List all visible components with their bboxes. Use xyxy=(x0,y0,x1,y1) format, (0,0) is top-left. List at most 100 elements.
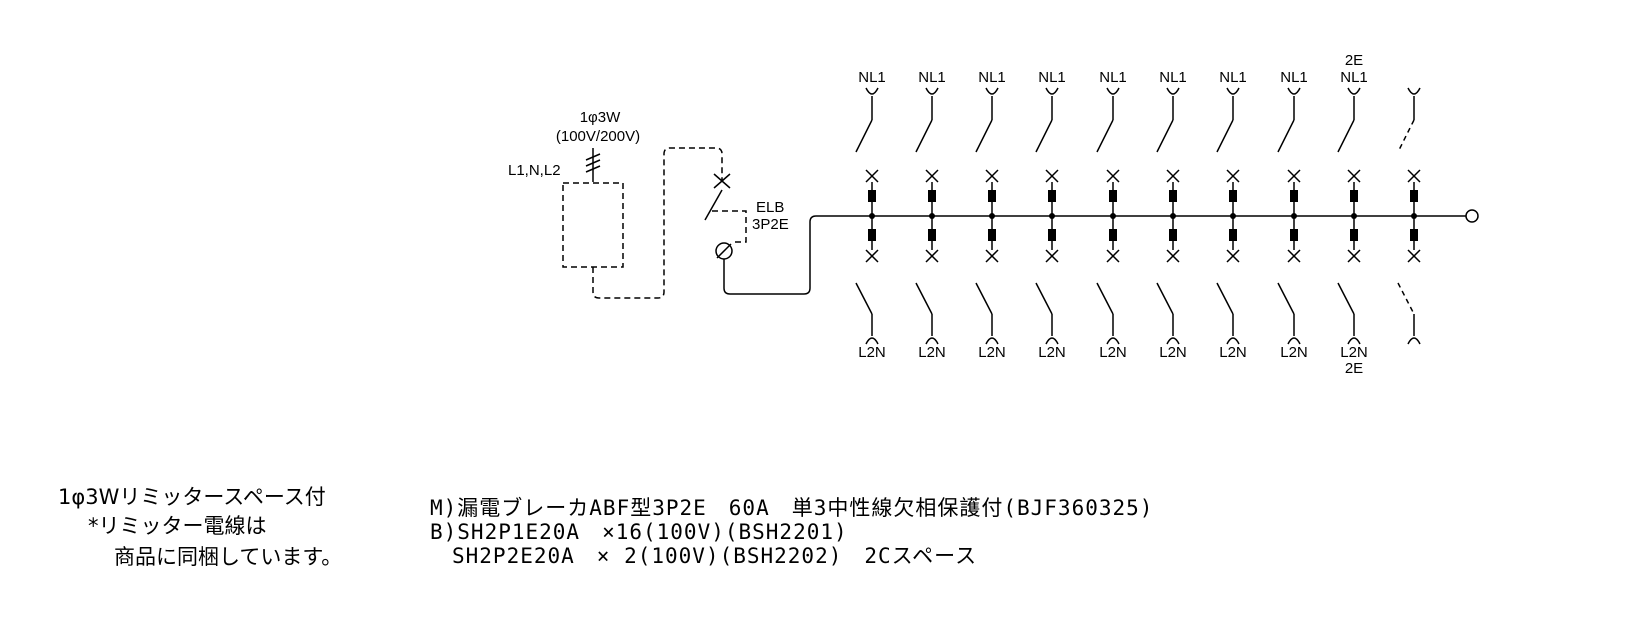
bottom-terminal-icon xyxy=(1045,337,1059,345)
branch-bottom-label: L2N xyxy=(1159,344,1187,361)
breaker-element-top xyxy=(1109,190,1117,202)
elb-contact xyxy=(704,189,723,221)
bus-junction-dot xyxy=(1110,213,1116,219)
bottom-terminal-icon xyxy=(1287,337,1301,345)
breaker-element-bottom xyxy=(1109,229,1117,241)
breaker-element-bottom xyxy=(1290,229,1298,241)
bottom-terminal-icon xyxy=(1106,337,1120,345)
top-x-mark-icon xyxy=(1226,169,1240,183)
bus-junction-dot xyxy=(1170,213,1176,219)
top-contact xyxy=(915,119,933,153)
top-contact xyxy=(1216,119,1234,153)
branch-bottom-label: L2N xyxy=(1280,344,1308,361)
bottom-terminal-icon xyxy=(925,337,939,345)
spec-line-main-breaker: M)漏電ブレーカABF型3P2E 60A 単3中性線欠相保護付(BJF36032… xyxy=(430,496,1154,520)
bus-junction-dot xyxy=(1291,213,1297,219)
elb-output-wire xyxy=(723,215,840,295)
spec-line-branch-2: SH2P2E20A × 2(100V)(BSH2202) 2Cスペース xyxy=(430,544,978,568)
top-x-mark-icon xyxy=(1287,169,1301,183)
bottom-x-mark-icon xyxy=(1106,249,1120,263)
breaker-element-bottom xyxy=(1229,229,1237,241)
breaker-element-top xyxy=(1290,190,1298,202)
top-terminal-icon xyxy=(1166,87,1180,95)
main-elb: ELB 3P2E xyxy=(704,173,840,295)
breaker-element-top xyxy=(988,190,996,202)
bottom-contact xyxy=(1277,282,1295,315)
breaker-element-top xyxy=(1350,190,1358,202)
bottom-contact xyxy=(1216,282,1234,315)
three-wire-slash-icon xyxy=(585,148,601,182)
branch-breakers xyxy=(855,87,1421,345)
breaker-element-bottom xyxy=(1410,229,1418,241)
top-terminal-icon xyxy=(1347,87,1361,95)
breaker-element-top xyxy=(1048,190,1056,202)
top-contact xyxy=(1035,119,1053,153)
top-terminal-icon xyxy=(1226,87,1240,95)
bottom-x-mark-icon xyxy=(925,249,939,263)
input-lines-label: L1,N,L2 xyxy=(508,162,561,179)
branch-top-label: NL1 xyxy=(978,69,1006,86)
top-terminal-icon xyxy=(925,87,939,95)
top-x-mark-icon xyxy=(1347,169,1361,183)
top-x-mark-icon xyxy=(925,169,939,183)
top-contact xyxy=(855,119,873,153)
top-x-mark-icon xyxy=(985,169,999,183)
branch-bottom-label: L2N xyxy=(1340,344,1368,361)
bottom-x-mark-icon xyxy=(1045,249,1059,263)
breaker-element-bottom xyxy=(1048,229,1056,241)
top-x-mark-icon xyxy=(1045,169,1059,183)
bottom-contact xyxy=(1096,282,1114,315)
top-contact xyxy=(1096,119,1114,153)
busbar-terminal-icon xyxy=(1465,209,1479,223)
top-terminal-icon xyxy=(1106,87,1120,95)
bottom-x-mark-icon xyxy=(1166,249,1180,263)
note-line-3: 商品に同梱しています。 xyxy=(114,545,343,569)
bottom-terminal-icon xyxy=(1226,337,1240,345)
elb-type-label: ELB xyxy=(756,199,784,216)
bottom-contact xyxy=(1397,282,1415,315)
spec-line-branch-1: B)SH2P1E20A ×16(100V)(BSH2201) xyxy=(430,520,848,544)
bottom-contact xyxy=(855,282,873,315)
branch-bottom-label: L2N xyxy=(1099,344,1127,361)
bottom-contact xyxy=(1337,282,1355,315)
bus-junction-dot xyxy=(869,213,875,219)
breaker-element-bottom xyxy=(928,229,936,241)
branch-top-label: NL1 xyxy=(1159,69,1187,86)
branch-bottom-label: L2N xyxy=(918,344,946,361)
bus-junction-dot xyxy=(1230,213,1236,219)
top-contact xyxy=(1156,119,1174,153)
top-contact xyxy=(1337,119,1355,153)
breaker-element-top xyxy=(1229,190,1237,202)
breaker-element-top xyxy=(928,190,936,202)
branch-top-label: NL1 xyxy=(1340,69,1368,86)
branch-bottom-label: L2N xyxy=(1219,344,1247,361)
bottom-terminal-icon xyxy=(865,337,879,345)
bottom-contact xyxy=(1156,282,1174,315)
bottom-x-mark-icon xyxy=(985,249,999,263)
top-contact xyxy=(975,119,993,153)
branch-top-label: NL1 xyxy=(1280,69,1308,86)
elb-trip-link xyxy=(712,210,747,243)
top-terminal-icon xyxy=(985,87,999,95)
bus-junction-dot xyxy=(1049,213,1055,219)
limiter-space-box xyxy=(562,182,624,268)
branch-top-label: NL1 xyxy=(1038,69,1066,86)
bus-junction-dot xyxy=(989,213,995,219)
note-line-1: 1φ3Wリミッタースペース付 xyxy=(58,485,326,509)
top-x-mark-icon xyxy=(1407,169,1421,183)
bottom-x-mark-icon xyxy=(1347,249,1361,263)
branch-top-extra-label: 2E xyxy=(1345,52,1363,69)
bottom-contact xyxy=(975,282,993,315)
bottom-contact xyxy=(1035,282,1053,315)
bus-junction-dot xyxy=(1411,213,1417,219)
bottom-terminal-icon xyxy=(985,337,999,345)
top-x-mark-icon xyxy=(865,169,879,183)
input-voltage-label: (100V/200V) xyxy=(556,128,640,145)
bottom-x-mark-icon xyxy=(865,249,879,263)
bottom-terminal-icon xyxy=(1347,337,1361,345)
bottom-terminal-icon xyxy=(1407,337,1421,345)
branch-top-label: NL1 xyxy=(918,69,946,86)
branch-bottom-label: L2N xyxy=(858,344,886,361)
note-line-2: *リミッター電線は xyxy=(88,514,267,538)
